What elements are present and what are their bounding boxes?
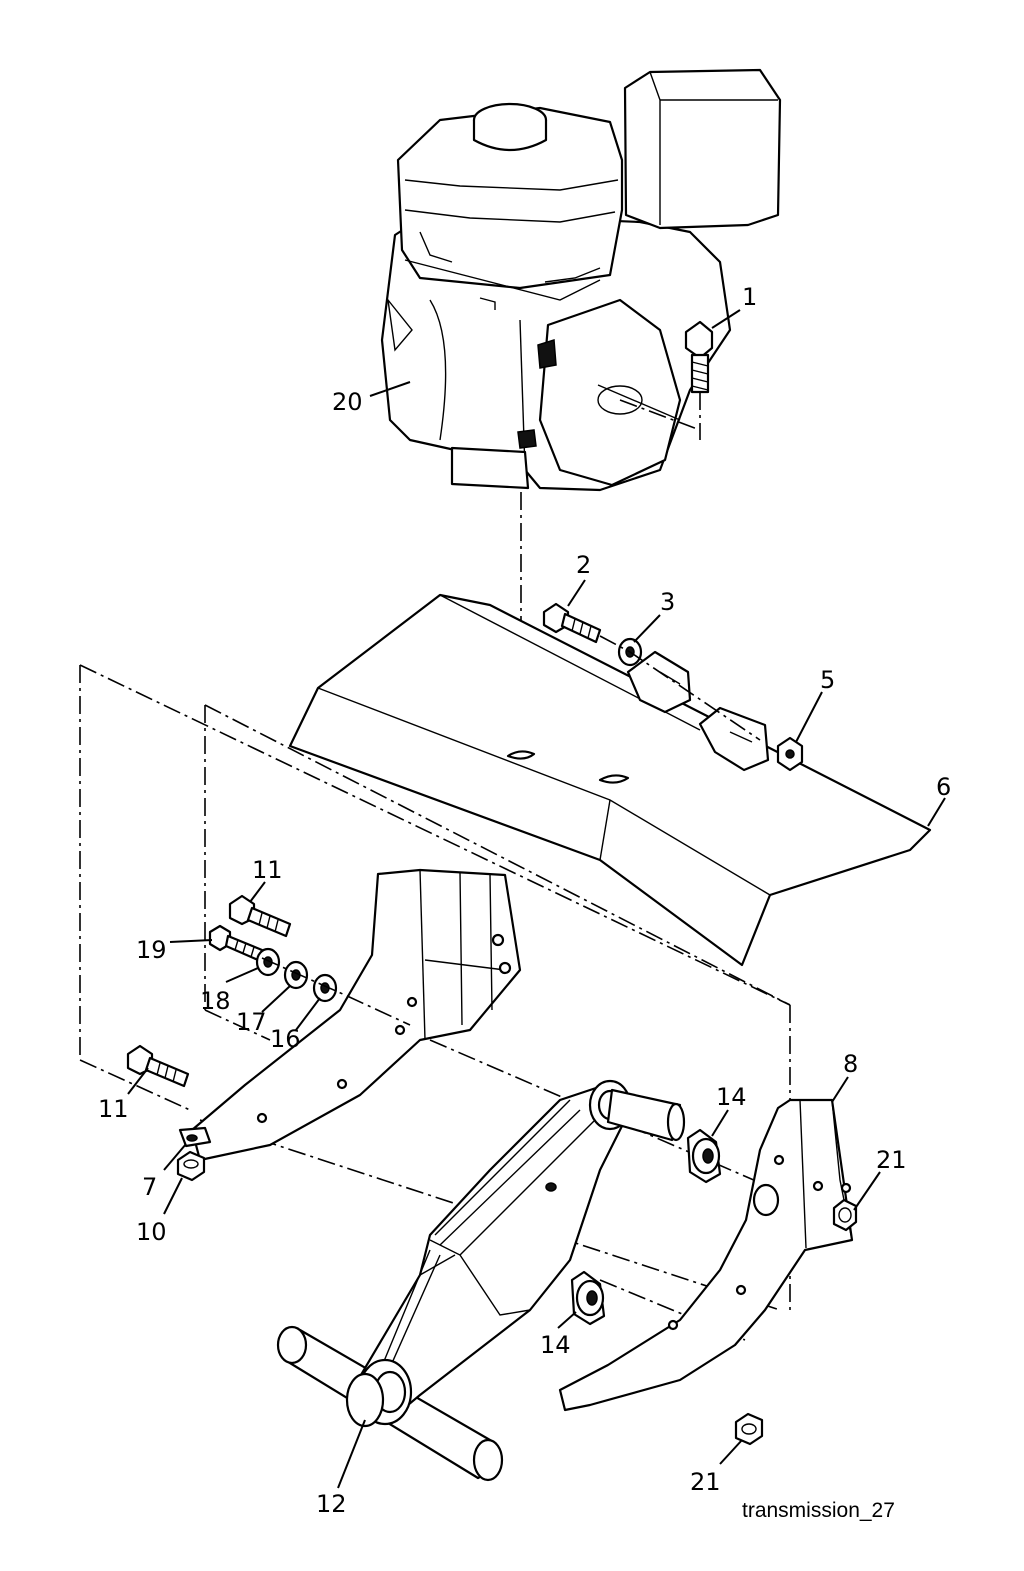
leader-17 [261, 985, 291, 1013]
centerline-bolt-2 [599, 635, 761, 741]
leader-7 [163, 1143, 187, 1171]
centerline-engine-pto [619, 399, 701, 431]
washer-16 [312, 973, 338, 1003]
callout-5: 5 [820, 666, 835, 694]
leader-19 [169, 939, 213, 943]
callout-18: 18 [200, 987, 231, 1015]
leader-21-upper [853, 1171, 881, 1211]
frame-mid [204, 1009, 271, 1041]
callout-19: 19 [136, 936, 167, 964]
callout-8: 8 [843, 1050, 858, 1078]
left-side-plate [178, 868, 522, 1162]
frame-bottom [79, 1059, 191, 1111]
leader-8 [831, 1076, 849, 1103]
callout-7: 7 [142, 1173, 157, 1201]
callout-14-upper: 14 [716, 1083, 747, 1111]
callout-21-upper: 21 [876, 1146, 907, 1174]
leader-11-lower [127, 1067, 149, 1095]
leader-16 [295, 997, 321, 1031]
callout-17: 17 [236, 1008, 267, 1036]
callout-2: 2 [576, 551, 591, 579]
nut-21-lower [734, 1412, 764, 1446]
leader-12 [337, 1419, 366, 1489]
leader-3 [633, 614, 661, 643]
washer-17 [283, 960, 309, 990]
nut-21-upper [832, 1198, 858, 1232]
callout-1: 1 [742, 283, 757, 311]
callout-20: 20 [332, 388, 363, 416]
bolt-19 [208, 924, 264, 962]
washer-18 [255, 947, 281, 977]
callout-21-lower: 21 [690, 1468, 721, 1496]
callout-11-lower: 11 [98, 1095, 129, 1123]
leader-18 [225, 967, 259, 983]
callout-14-lower: 14 [540, 1331, 571, 1359]
bolt-1 [684, 320, 714, 394]
leader-1 [711, 309, 741, 329]
leader-6 [927, 797, 946, 827]
diagram-caption: transmission_27 [742, 1499, 895, 1522]
frame-inner-top [204, 704, 791, 1006]
leader-14-lower [557, 1311, 577, 1329]
bushing-14-upper [686, 1128, 722, 1184]
leader-5 [795, 691, 823, 743]
leader-21-lower [719, 1439, 743, 1465]
leader-14-upper [711, 1109, 729, 1137]
tine-shield [288, 593, 932, 967]
transmission [276, 1079, 686, 1482]
callout-11-upper: 11 [252, 856, 283, 884]
nut-5 [776, 736, 804, 772]
leader-11-upper [249, 881, 266, 903]
engine [380, 68, 782, 492]
centerline-washers [261, 957, 411, 1026]
nut-10 [176, 1150, 206, 1182]
leader-2 [567, 579, 586, 607]
axle-centerline-bottom [199, 1119, 781, 1311]
frame-top [79, 664, 791, 1006]
leader-10 [163, 1177, 183, 1215]
bolt-2 [542, 602, 602, 644]
callout-3: 3 [660, 588, 675, 616]
right-side-plate [558, 1098, 854, 1412]
callout-16: 16 [270, 1025, 301, 1053]
leader-20 [369, 381, 411, 397]
bolt-11-upper [228, 894, 292, 938]
callout-6: 6 [936, 773, 951, 801]
bolt-11-lower [126, 1044, 190, 1088]
callout-10: 10 [136, 1218, 167, 1246]
callout-12: 12 [316, 1490, 347, 1518]
bushing-14-lower [570, 1270, 606, 1326]
